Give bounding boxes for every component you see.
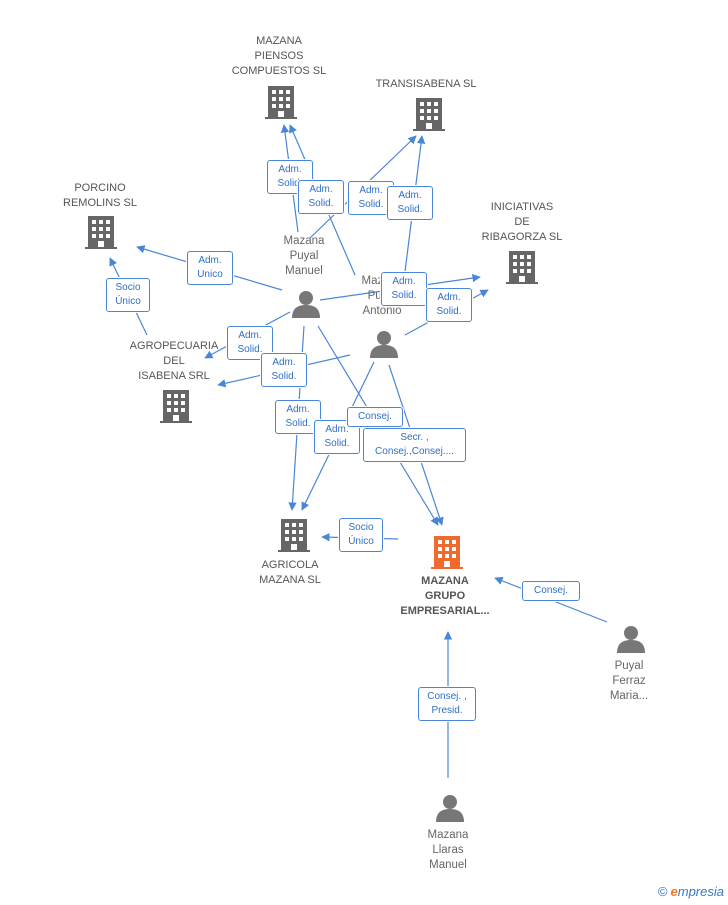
edge-label: Consej. [347, 407, 403, 427]
edge-label: Adm. Solid. [314, 420, 360, 454]
building-icon [85, 216, 117, 249]
edge-label: Adm. Solid. [261, 353, 307, 387]
building-icon [431, 536, 463, 569]
company-label-porcino-remolins[interactable]: PORCINO REMOLINS SL [63, 182, 137, 209]
building-icon [413, 98, 445, 131]
building-icon [265, 86, 297, 119]
person-icon [292, 291, 320, 318]
building-icon [506, 251, 538, 284]
edge-label: Adm. Solid. [426, 288, 472, 322]
building-icon [160, 390, 192, 423]
edge-label: Adm. Solid. [298, 180, 344, 214]
company-label-mazana-grupo[interactable]: MAZANA GRUPO EMPRESARIAL... [400, 575, 490, 617]
edge-label: Secr. , Consej.,Consej.... [363, 428, 466, 462]
person-label-puyal-ferraz[interactable]: Puyal Ferraz Maria... [609, 660, 649, 702]
person-icon [617, 626, 645, 653]
edge-label: Adm. Solid. [275, 400, 321, 434]
company-label-mazana-piensos[interactable]: MAZANA PIENSOS COMPUESTOS SL [231, 35, 327, 77]
edge-label: Consej. [522, 581, 580, 601]
company-label-iniciativas[interactable]: INICIATIVAS DE RIBAGORZA SL [481, 201, 563, 243]
edge-label: Adm. Solid. [387, 186, 433, 220]
edge-label: Adm. Unico [187, 251, 233, 285]
edge-label: Adm. Solid. [381, 272, 427, 306]
edge-label: Socio Único [106, 278, 150, 312]
edge-label: Socio Único [339, 518, 383, 552]
person-label-mazana-llaras[interactable]: Mazana Llaras Manuel [427, 829, 469, 871]
person-label-mazana-puyal-manuel[interactable]: Mazana Puyal Manuel [283, 235, 325, 277]
copyright-icon: © [657, 884, 668, 899]
edge-label: Consej. , Presid. [418, 687, 476, 721]
company-label-agropecuaria[interactable]: AGROPECUARIA DEL ISABENA SRL [129, 340, 219, 382]
brand-logo[interactable]: ©empresia [657, 884, 724, 899]
building-icon [278, 519, 310, 552]
company-label-agricola[interactable]: AGRICOLA MAZANA SL [259, 559, 321, 586]
company-label-transisabena[interactable]: TRANSISABENA SL [375, 78, 477, 90]
person-icon [370, 331, 398, 358]
person-icon [436, 795, 464, 822]
